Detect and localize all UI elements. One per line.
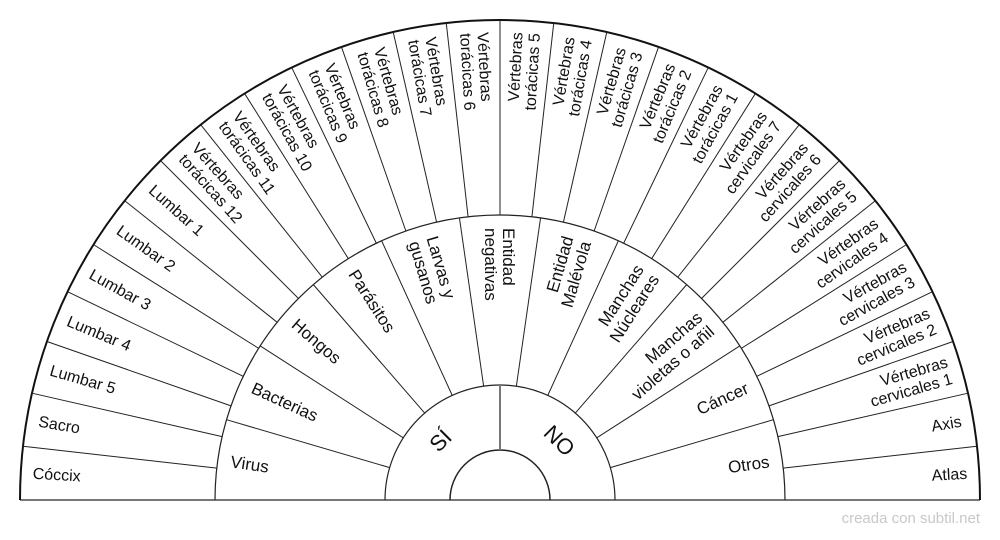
outer-ring-divider bbox=[593, 46, 660, 232]
middle-ring-label: Parásitos bbox=[345, 266, 399, 336]
outer-ring-label: Sacro bbox=[37, 413, 81, 437]
inner-ring-label: SÍ bbox=[424, 423, 457, 456]
outer-ring-label: Vértebrastorácicas 7 bbox=[405, 36, 452, 118]
outer-ring-divider bbox=[31, 392, 223, 438]
label-line: Atlas bbox=[931, 465, 967, 484]
outer-ring-divider bbox=[783, 445, 978, 469]
middle-ring-label: Bacterias bbox=[249, 378, 321, 425]
middle-ring-label: Virus bbox=[229, 452, 270, 476]
outer-ring-label: Vértebrastorácicas 6 bbox=[457, 32, 496, 111]
outer-ring-label: Vértebrastorácicas 5 bbox=[505, 32, 544, 111]
outer-ring-divider bbox=[445, 22, 469, 217]
label-line: Hongos bbox=[288, 315, 345, 368]
watermark: creada con subtil.net bbox=[841, 510, 980, 527]
outer-ring-label: Vértebrastorácicas 8 bbox=[354, 46, 408, 130]
outer-ring-divider bbox=[392, 31, 438, 223]
label-line: Virus bbox=[229, 452, 270, 476]
outer-ring-label: Lumbar 5 bbox=[48, 362, 118, 397]
outer-ring-divider bbox=[701, 160, 840, 299]
label-line: Axis bbox=[930, 413, 963, 435]
outer-ring-divider bbox=[244, 93, 349, 259]
label-line: torácicas 5 bbox=[522, 33, 543, 111]
outer-ring-label: Cóccix bbox=[32, 465, 81, 485]
outer-ring-divider bbox=[340, 46, 407, 232]
outer-ring-label: Vértebrastorácicas 2 bbox=[634, 61, 695, 146]
label-line: Sacro bbox=[37, 413, 81, 437]
outer-ring-divider bbox=[623, 67, 709, 244]
outer-ring-label: Atlas bbox=[931, 465, 967, 484]
middle-ring-label: Cáncer bbox=[694, 378, 752, 418]
label-line: Vértebras bbox=[505, 32, 526, 102]
outer-ring-label: Lumbar 2 bbox=[113, 222, 178, 275]
middle-ring-divider bbox=[312, 284, 426, 414]
outer-ring-divider bbox=[651, 93, 756, 259]
middle-ring-label: EntidadMalévola bbox=[540, 233, 595, 309]
label-line: Lumbar 5 bbox=[48, 362, 118, 397]
outer-ring-label: Lumbar 1 bbox=[145, 182, 207, 240]
middle-ring-label: ManchasNúcleares bbox=[590, 261, 663, 346]
outer-ring-divider bbox=[22, 445, 217, 469]
outer-ring-label: Vértebrastorácicas 3 bbox=[592, 45, 646, 129]
label-line: Lumbar 4 bbox=[64, 313, 133, 355]
outer-ring-divider bbox=[291, 67, 377, 244]
label-line: NO bbox=[539, 420, 580, 461]
label-line: Lumbar 1 bbox=[145, 182, 207, 240]
middle-ring-divider bbox=[458, 217, 485, 387]
middle-ring-divider bbox=[547, 240, 619, 396]
outer-ring-label: Vértebrastorácicas 4 bbox=[549, 36, 596, 118]
label-line: Parásitos bbox=[345, 266, 399, 336]
outer-ring-divider bbox=[677, 124, 800, 278]
label-line: Lumbar 3 bbox=[86, 266, 153, 314]
label-line: Bacterias bbox=[249, 378, 321, 425]
outer-ring-label: Lumbar 4 bbox=[64, 313, 133, 355]
outer-ring-divider bbox=[756, 291, 933, 377]
middle-ring-label: Otros bbox=[727, 452, 771, 477]
outer-ring-divider bbox=[93, 244, 259, 349]
outer-ring-divider bbox=[124, 200, 278, 323]
outer-ring-divider bbox=[531, 22, 555, 217]
middle-ring-label: Larvas ygusanos bbox=[405, 234, 459, 307]
middle-ring-divider bbox=[515, 217, 542, 387]
label-line: Vértebras bbox=[474, 32, 495, 102]
middle-ring-divider bbox=[596, 345, 741, 439]
outer-ring-divider bbox=[67, 291, 244, 377]
outer-ring-label: Vértebrascervicales 1 bbox=[864, 354, 955, 410]
middle-ring-divider bbox=[226, 419, 390, 469]
middle-ring-divider bbox=[381, 240, 453, 396]
middle-ring-divider bbox=[610, 419, 774, 469]
outer-ring-label: Axis bbox=[930, 413, 963, 435]
label-line: Otros bbox=[727, 452, 771, 477]
label-line: torácicas 6 bbox=[457, 33, 478, 111]
outer-ring-divider bbox=[741, 244, 907, 349]
middle-ring-label: Hongos bbox=[288, 315, 345, 368]
outer-ring-divider bbox=[777, 392, 969, 438]
label-line: Lumbar 2 bbox=[113, 222, 178, 275]
inner-arc bbox=[449, 449, 551, 501]
middle-ring-divider bbox=[259, 345, 404, 439]
label-line: negativas bbox=[481, 228, 500, 301]
outer-ring-divider bbox=[722, 200, 876, 323]
outer-ring-divider bbox=[562, 31, 608, 223]
label-line: Cáncer bbox=[694, 378, 752, 418]
label-line: Cóccix bbox=[32, 465, 81, 485]
inner-ring-label: NO bbox=[539, 420, 580, 461]
middle-ring-divider bbox=[574, 284, 688, 414]
middle-ring-label: Entidadnegativas bbox=[481, 228, 518, 301]
outer-ring-divider bbox=[200, 124, 323, 278]
outer-ring-divider bbox=[46, 340, 232, 407]
outer-ring-divider bbox=[768, 340, 954, 407]
label-line: Entidad bbox=[500, 228, 519, 286]
label-line: SÍ bbox=[424, 423, 457, 456]
outer-ring-label: Lumbar 3 bbox=[86, 266, 153, 314]
outer-ring-divider bbox=[160, 160, 299, 299]
